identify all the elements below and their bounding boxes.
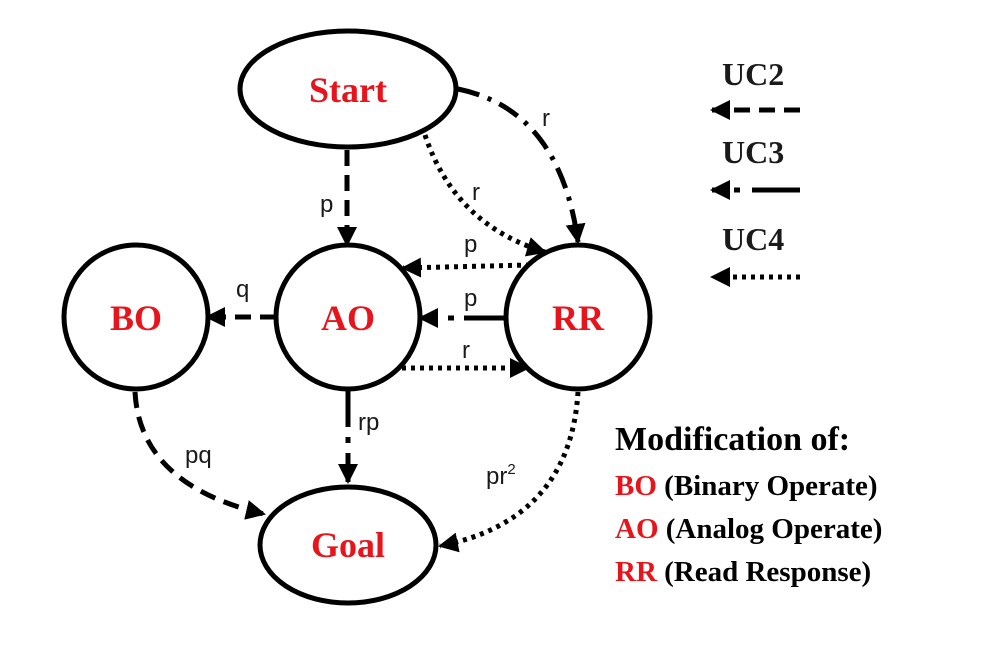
modification-item-bo: BO (Binary Operate) xyxy=(615,470,878,502)
legend-uc3-label: UC3 xyxy=(722,134,784,170)
node-start xyxy=(237,28,459,150)
node-goal xyxy=(257,484,439,606)
legend-uc2-label: UC2 xyxy=(722,56,784,92)
edge-label-rr-ao-uc4: p xyxy=(464,231,477,258)
node-bo-label: BO xyxy=(110,298,162,338)
edge-label-ao-bo: q xyxy=(236,276,249,303)
edge-bo-goal xyxy=(132,391,266,520)
node-goal-label: Goal xyxy=(311,525,385,565)
node-rr xyxy=(503,242,653,392)
modification-item-rr: RR (Read Response) xyxy=(615,556,871,588)
modification-item-ao: AO (Analog Operate) xyxy=(615,513,882,545)
node-ao-label: AO xyxy=(321,298,375,338)
edge-start-rr-uc3 xyxy=(457,86,586,244)
modification-legend: Modification of: BO (Binary Operate) AO … xyxy=(615,421,882,588)
edge-label-start-rr-uc3: r xyxy=(542,105,550,132)
edge-rr-goal xyxy=(438,391,581,553)
edge-label-bo-goal: pq xyxy=(185,442,212,469)
edge-start-rr-uc4 xyxy=(422,134,547,257)
node-rr-label: RR xyxy=(552,298,605,338)
modification-title: Modification of: xyxy=(615,421,850,458)
legend-uc4-label: UC4 xyxy=(722,221,784,257)
edge-label-ao-goal: rp xyxy=(358,409,379,436)
edge-rr-ao-uc4 xyxy=(401,257,531,278)
edge-label-start-rr-uc4: r xyxy=(472,179,480,206)
edge-label-ao-rr: r xyxy=(462,337,470,364)
legend: UC2 UC3 UC4 xyxy=(710,56,800,287)
edge-label-start-ao: p xyxy=(320,191,333,218)
node-bo xyxy=(61,242,211,392)
node-start-label: Start xyxy=(309,70,387,110)
edge-label-rr-ao-uc3: p xyxy=(464,285,477,312)
node-ao xyxy=(273,242,423,392)
edge-label-rr-goal: pr2 xyxy=(486,461,516,490)
